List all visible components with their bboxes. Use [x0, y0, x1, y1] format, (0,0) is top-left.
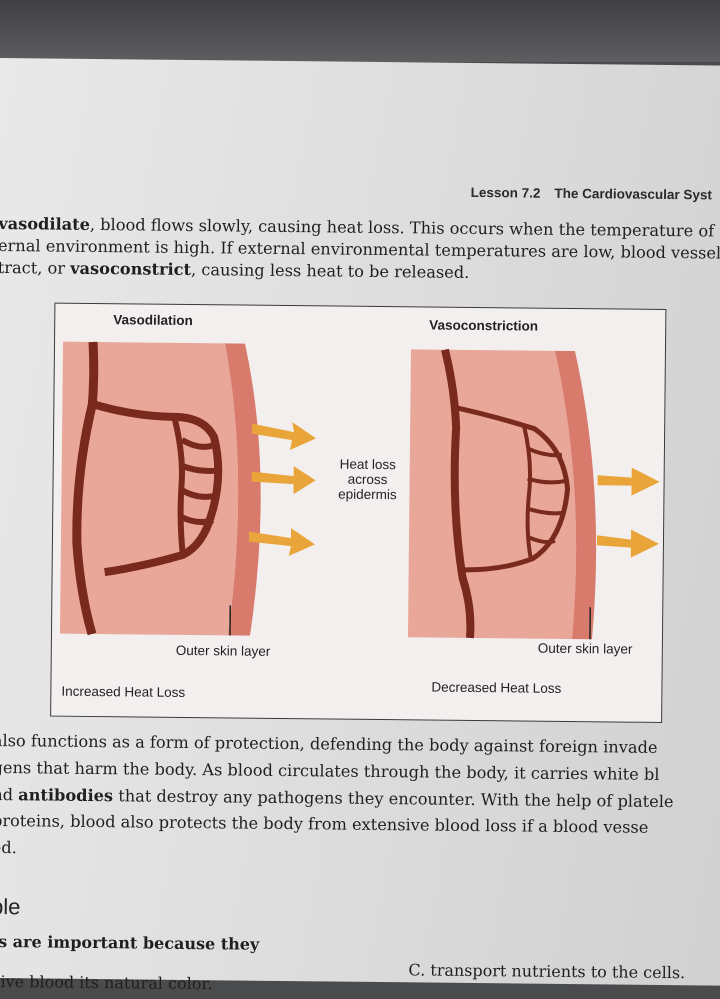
vasodilation-title: Vasodilation [113, 312, 193, 328]
outer-skin-label-right: Outer skin layer [538, 641, 633, 657]
arrow-icon [597, 467, 659, 496]
example-question: ts are important because they [0, 932, 259, 954]
option-a: give blood its natural color. [0, 972, 212, 993]
textbook-page: Lesson 7.2 The Cardiovascular Syst vasodi… [0, 58, 720, 986]
body-line-5: ed. [0, 837, 17, 859]
heat-loss-label: Heat loss across epidermis [335, 457, 399, 503]
running-header: Lesson 7.2 The Cardiovascular Syst [471, 185, 713, 203]
body-line-2: gens that harm the body. As blood circul… [0, 757, 660, 786]
vasoconstriction-title: Vasoconstriction [429, 318, 538, 334]
option-c: C. transport nutrients to the cells. [408, 960, 685, 982]
vasodilation-diagram [60, 342, 317, 637]
example-heading: ple [0, 894, 21, 920]
tissue-right [408, 349, 578, 639]
body-line-1: also functions as a form of protection, … [0, 730, 658, 759]
arrow-icon [597, 529, 659, 558]
term-vasodilate: vasodilate [0, 214, 90, 234]
figure-illustration [51, 304, 665, 722]
background-shadow [0, 0, 720, 62]
increased-heat-caption: Increased Heat Loss [61, 684, 185, 700]
intro-line-3: tract, or vasoconstrict, causing less he… [0, 257, 469, 284]
chapter-title: The Cardiovascular Syst [554, 186, 712, 203]
body-line-4: proteins, blood also protects the body f… [0, 810, 648, 839]
arrow-icon [251, 466, 315, 495]
term-antibodies: antibodies [18, 785, 113, 805]
decreased-heat-caption: Decreased Heat Loss [431, 680, 561, 696]
outer-skin-label-left: Outer skin layer [176, 643, 271, 659]
lesson-number: Lesson 7.2 [471, 185, 541, 201]
term-vasoconstrict: vasoconstrict [70, 259, 191, 279]
heat-arrows-right [597, 467, 660, 558]
vasodilation-figure: Vasodilation Vasoconstriction Heat loss … [50, 303, 666, 723]
vasoconstriction-diagram [408, 349, 661, 640]
arrow-icon [252, 422, 316, 451]
body-line-3: nd antibodies that destroy any pathogens… [0, 784, 674, 813]
